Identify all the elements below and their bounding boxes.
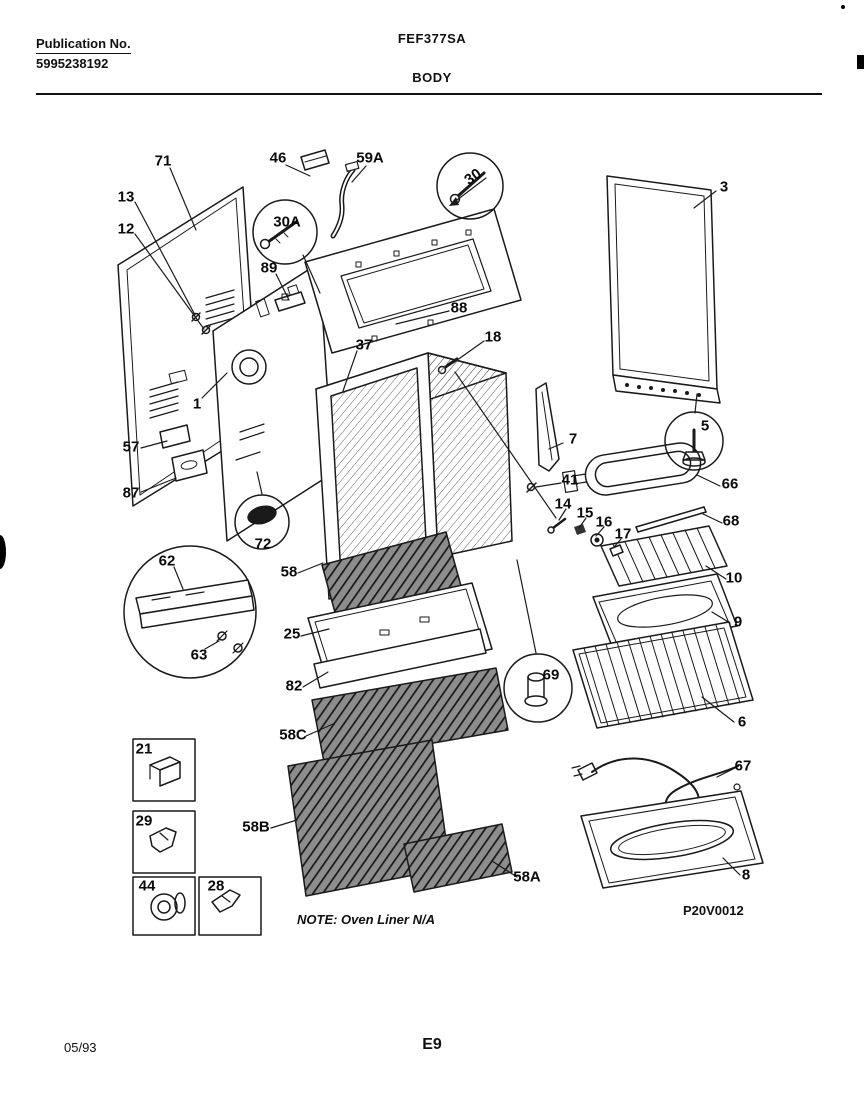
tube-59A bbox=[330, 160, 360, 239]
footer-page-number: E9 bbox=[422, 1036, 442, 1053]
bracket-87 bbox=[171, 449, 208, 482]
side-panel-right-3 bbox=[606, 175, 721, 404]
bracket-46 bbox=[300, 149, 330, 171]
oven-liner-note: NOTE: Oven Liner N/A bbox=[297, 912, 435, 927]
screw-14 bbox=[547, 517, 567, 534]
drawing-number: P20V0012 bbox=[683, 903, 744, 918]
clip-17 bbox=[609, 544, 624, 557]
detail-box-21 bbox=[132, 738, 196, 802]
oven-cavity bbox=[315, 352, 513, 600]
flange-holes bbox=[625, 383, 701, 397]
detail-box-28 bbox=[198, 876, 262, 936]
section-title: BODY bbox=[412, 70, 452, 85]
bake-element-66 bbox=[561, 442, 702, 496]
scan-artifacts bbox=[0, 5, 864, 569]
model-number: FEF377SA bbox=[397, 31, 467, 46]
broiler-insert-10 bbox=[600, 525, 728, 587]
detail-circle-30A bbox=[252, 199, 318, 265]
detail-circle-69 bbox=[503, 653, 573, 723]
bracket-7 bbox=[535, 382, 560, 472]
detail-circle-30 bbox=[436, 152, 504, 220]
drawer-pan-8 bbox=[580, 783, 764, 889]
maintop-holes bbox=[355, 229, 472, 342]
leader-lines bbox=[134, 164, 741, 878]
vent-slots-lower bbox=[149, 381, 179, 419]
publication-block: Publication No. 5995238192 bbox=[36, 36, 131, 72]
header-rule bbox=[36, 93, 822, 95]
detail-box-44 bbox=[132, 876, 196, 936]
detail-circle-5 bbox=[664, 411, 724, 471]
footer-date: 05/93 bbox=[64, 1040, 97, 1055]
vent-slots-upper bbox=[205, 289, 235, 327]
spacer-15 bbox=[574, 524, 586, 535]
detail-box-29 bbox=[132, 810, 196, 874]
screw-12 bbox=[201, 325, 211, 335]
oven-rack-6 bbox=[572, 621, 754, 729]
wrapper-58C bbox=[311, 667, 509, 763]
support-rod-68 bbox=[635, 506, 707, 533]
panel-82 bbox=[313, 628, 487, 689]
wrapper-58A bbox=[403, 823, 513, 893]
publication-label: Publication No. bbox=[36, 36, 131, 54]
knob-16 bbox=[590, 533, 604, 547]
maintop-panel bbox=[304, 208, 522, 354]
publication-number: 5995238192 bbox=[36, 56, 109, 71]
detail-circle-62-63 bbox=[123, 545, 257, 679]
detail-circle-72 bbox=[234, 494, 290, 550]
